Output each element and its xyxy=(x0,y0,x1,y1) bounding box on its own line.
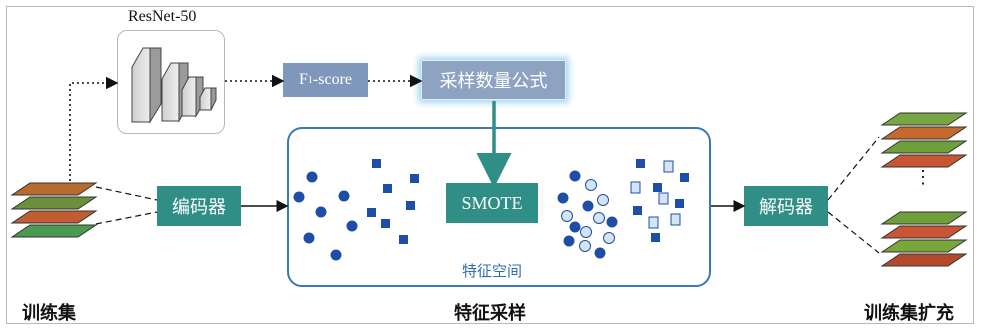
train-set-label: 训练集 xyxy=(22,303,76,324)
f1-rest: -score xyxy=(312,71,352,88)
train-image-stack xyxy=(10,182,98,238)
ellipsis-text: ⋮ xyxy=(914,167,932,187)
augment-image-stack-top xyxy=(880,112,968,168)
decoder-box: 解码器 xyxy=(744,186,828,226)
train-augment-label: 训练集扩充 xyxy=(864,303,954,324)
feature-points-right xyxy=(557,159,689,259)
sample-formula-box: 采样数量公式 xyxy=(421,60,566,100)
resnet-label: ResNet-50 xyxy=(128,8,197,25)
f1-sub: 1 xyxy=(307,74,313,86)
feature-space-label: 特征空间 xyxy=(462,262,523,280)
smote-box: SMOTE xyxy=(446,183,538,223)
augment-image-stack-bottom xyxy=(880,211,968,267)
encoder-box: 编码器 xyxy=(157,186,241,226)
feature-points-left xyxy=(293,159,419,261)
diagram-frame xyxy=(6,6,974,324)
feature-sampling-label: 特征采样 xyxy=(454,303,526,324)
f1-main: F xyxy=(299,71,308,88)
resnet-layers xyxy=(131,47,217,124)
